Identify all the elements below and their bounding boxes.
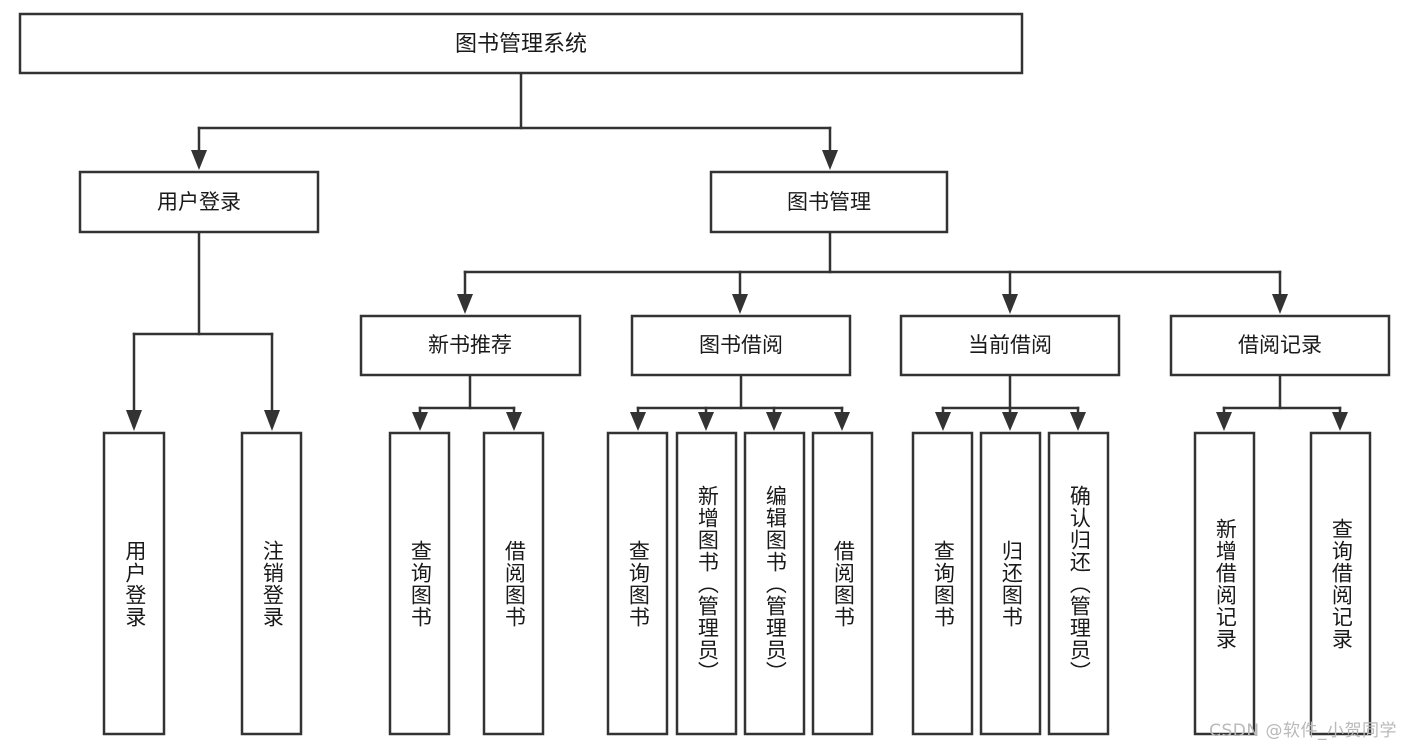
node-root-label: 图书管理系统 xyxy=(455,32,587,57)
connector-group-root-to-level2 xyxy=(191,71,838,170)
node-book-manage-rect[interactable] xyxy=(709,170,949,234)
node-borrow-record-rect[interactable] xyxy=(1169,314,1391,377)
node-user-login-label: 用户登录 xyxy=(157,190,241,214)
arrow-head-leaf-borrow-book-2 xyxy=(834,412,850,431)
connector-group-book-manage-children xyxy=(457,230,1288,314)
arrow-head-leaf-return-book xyxy=(1002,412,1018,431)
node-root-rect[interactable] xyxy=(18,12,1024,75)
node-current-borrow-label: 当前借阅 xyxy=(968,333,1052,357)
node-root[interactable]: 图书管理系统 xyxy=(18,12,1024,75)
node-leaf-add-book-rect[interactable] xyxy=(675,431,738,736)
arrow-head-leaf-query-book-2 xyxy=(630,412,646,431)
node-leaf-query-book-2-rect[interactable] xyxy=(606,431,669,736)
node-book-borrow-rect[interactable] xyxy=(630,314,852,377)
node-leaf-return-book-rect[interactable] xyxy=(979,431,1042,736)
arrow-head-borrow-record xyxy=(1272,294,1288,314)
node-leaf-add-record-rect[interactable] xyxy=(1193,431,1256,736)
arrow-head-leaf-edit-book xyxy=(766,412,782,431)
node-book-manage-label: 图书管理 xyxy=(787,190,871,214)
node-book-manage[interactable]: 图书管理 xyxy=(709,170,949,234)
node-user-login[interactable]: 用户登录 xyxy=(78,170,320,234)
arrow-head-leaf-user-logout xyxy=(264,410,280,431)
arrow-head-leaf-query-book-3 xyxy=(935,412,951,431)
connector-group-new-book-recommend-children xyxy=(412,373,522,431)
node-book-borrow-label: 图书借阅 xyxy=(699,333,783,357)
arrow-head-new-book-recommend xyxy=(457,294,473,314)
connector-group-book-borrow-children xyxy=(630,373,850,431)
arrow-head-leaf-confirm-return xyxy=(1070,412,1086,431)
node-current-borrow[interactable]: 当前借阅 xyxy=(899,314,1121,377)
node-new-book-recommend-rect[interactable] xyxy=(359,314,582,377)
node-new-book-recommend-label: 新书推荐 xyxy=(428,333,512,357)
node-user-login-rect[interactable] xyxy=(78,170,320,234)
node-leaf-confirm-return-rect[interactable] xyxy=(1047,431,1110,736)
arrow-head-leaf-add-book xyxy=(698,412,714,431)
arrow-head-book-manage xyxy=(822,150,838,170)
arrow-head-leaf-borrow-book-1 xyxy=(506,412,522,431)
node-current-borrow-rect[interactable] xyxy=(899,314,1121,377)
connector-group-current-borrow-children xyxy=(935,373,1086,431)
arrow-head-leaf-query-book-1 xyxy=(412,412,428,431)
node-book-borrow[interactable]: 图书借阅 xyxy=(630,314,852,377)
arrow-head-current-borrow xyxy=(1002,294,1018,314)
node-leaf-query-book-3-rect[interactable] xyxy=(911,431,974,736)
arrow-head-leaf-add-record xyxy=(1216,412,1232,431)
node-leaf-user-login-rect[interactable] xyxy=(102,431,166,736)
node-leaf-query-book-1-rect[interactable] xyxy=(388,431,451,736)
arrow-head-book-borrow xyxy=(732,294,748,314)
connector-group-borrow-record-children xyxy=(1216,373,1348,431)
arrow-head-user-login xyxy=(191,150,207,170)
leaf-box-group xyxy=(102,431,1372,736)
node-leaf-query-record-rect[interactable] xyxy=(1309,431,1372,736)
node-borrow-record-label: 借阅记录 xyxy=(1238,333,1322,357)
csdn-watermark: CSDN @软件_小贺同学 xyxy=(1209,721,1397,741)
node-leaf-borrow-book-2-rect[interactable] xyxy=(811,431,874,736)
node-borrow-record[interactable]: 借阅记录 xyxy=(1169,314,1391,377)
node-leaf-borrow-book-1-rect[interactable] xyxy=(482,431,545,736)
node-new-book-recommend[interactable]: 新书推荐 xyxy=(359,314,582,377)
node-leaf-user-logout-rect[interactable] xyxy=(240,431,303,736)
arrow-head-leaf-user-login xyxy=(126,410,142,431)
connector-group-user-login-children xyxy=(126,230,280,431)
node-leaf-edit-book-rect[interactable] xyxy=(743,431,806,736)
arrow-head-leaf-query-record xyxy=(1332,412,1348,431)
